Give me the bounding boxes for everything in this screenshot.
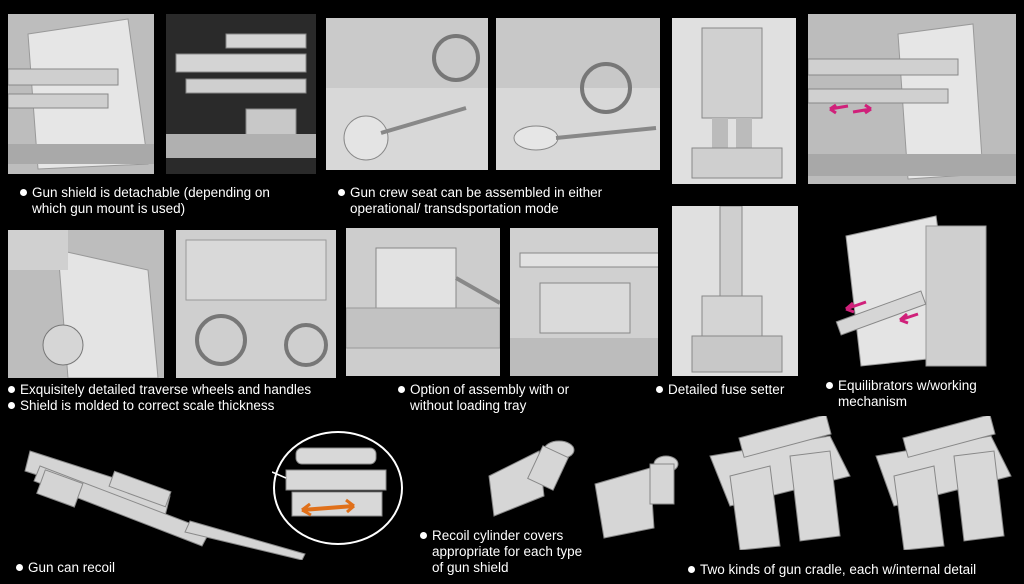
bullet-icon	[20, 189, 27, 196]
caption-fuse-setter: Detailed fuse setter	[656, 382, 784, 398]
caption-loading-tray: Option of assembly with or without loadi…	[398, 382, 569, 414]
bullet-icon	[8, 402, 15, 409]
photo-crew-seat-operational	[326, 18, 488, 170]
photo-with-loading-tray	[346, 228, 500, 376]
caption-line: Gun crew seat can be assembled in either	[350, 185, 603, 200]
caption-line: which gun mount is used)	[32, 201, 186, 216]
caption-line: operational/ transdsportation mode	[350, 201, 559, 216]
caption-line: mechanism	[838, 394, 908, 409]
caption-traverse: Exquisitely detailed traverse wheels and…	[8, 382, 311, 414]
caption-crew-seat: Gun crew seat can be assembled in either…	[338, 185, 602, 217]
caption-line: Option of assembly with or	[410, 382, 570, 397]
photo-crew-seat-transport	[496, 18, 660, 170]
caption-cradle: Two kinds of gun cradle, each w/internal…	[688, 562, 976, 578]
caption-gun-shield: Gun shield is detachable (depending on w…	[20, 185, 270, 217]
caption-line: Two kinds of gun cradle, each w/internal…	[700, 562, 977, 577]
photo-without-loading-tray	[510, 228, 658, 376]
bullet-icon	[420, 532, 427, 539]
render-gun-cradle-b	[866, 414, 1018, 551]
photo-equilibrators	[826, 206, 1016, 374]
caption-line: Equilibrators w/working	[838, 378, 977, 393]
caption-line: Recoil cylinder covers	[432, 528, 564, 543]
bullet-icon	[8, 386, 15, 393]
caption-line: Shield is molded to correct scale thickn…	[20, 398, 275, 413]
caption-line: Gun shield is detachable (depending on	[32, 185, 270, 200]
render-gun-barrel-recoil	[20, 436, 310, 561]
caption-line: Exquisitely detailed traverse wheels and…	[20, 382, 312, 397]
render-recoil-cylinder-cover-b	[590, 454, 686, 540]
bullet-icon	[656, 386, 663, 393]
caption-line: of gun shield	[432, 560, 509, 575]
bullet-icon	[688, 566, 695, 573]
render-recoil-inset	[271, 430, 404, 546]
photo-fuse-setter-detail	[672, 206, 798, 376]
caption-line: appropriate for each type	[432, 544, 583, 559]
bullet-icon	[398, 386, 405, 393]
caption-line: without loading tray	[410, 398, 527, 413]
recoil-arrow-icon	[301, 504, 355, 512]
bullet-icon	[16, 564, 23, 571]
photo-gun-shield-attached	[8, 14, 154, 174]
caption-equilibrators: Equilibrators w/working mechanism	[826, 378, 977, 410]
caption-recoil-covers: Recoil cylinder covers appropriate for e…	[420, 528, 582, 576]
caption-line: Detailed fuse setter	[668, 382, 785, 397]
bullet-icon	[338, 189, 345, 196]
photo-fuse-setter-top	[672, 18, 796, 184]
photo-gun-shield-removed	[166, 14, 316, 174]
photo-traverse-wheels	[8, 230, 164, 378]
caption-line: Gun can recoil	[28, 560, 116, 575]
photo-shield-recoil-arrows	[808, 14, 1016, 184]
bullet-icon	[826, 382, 833, 389]
render-recoil-cylinder-cover-a	[484, 436, 582, 518]
caption-recoil: Gun can recoil	[16, 560, 115, 576]
photo-traverse-handles	[176, 230, 336, 378]
render-gun-cradle-a	[700, 414, 856, 551]
